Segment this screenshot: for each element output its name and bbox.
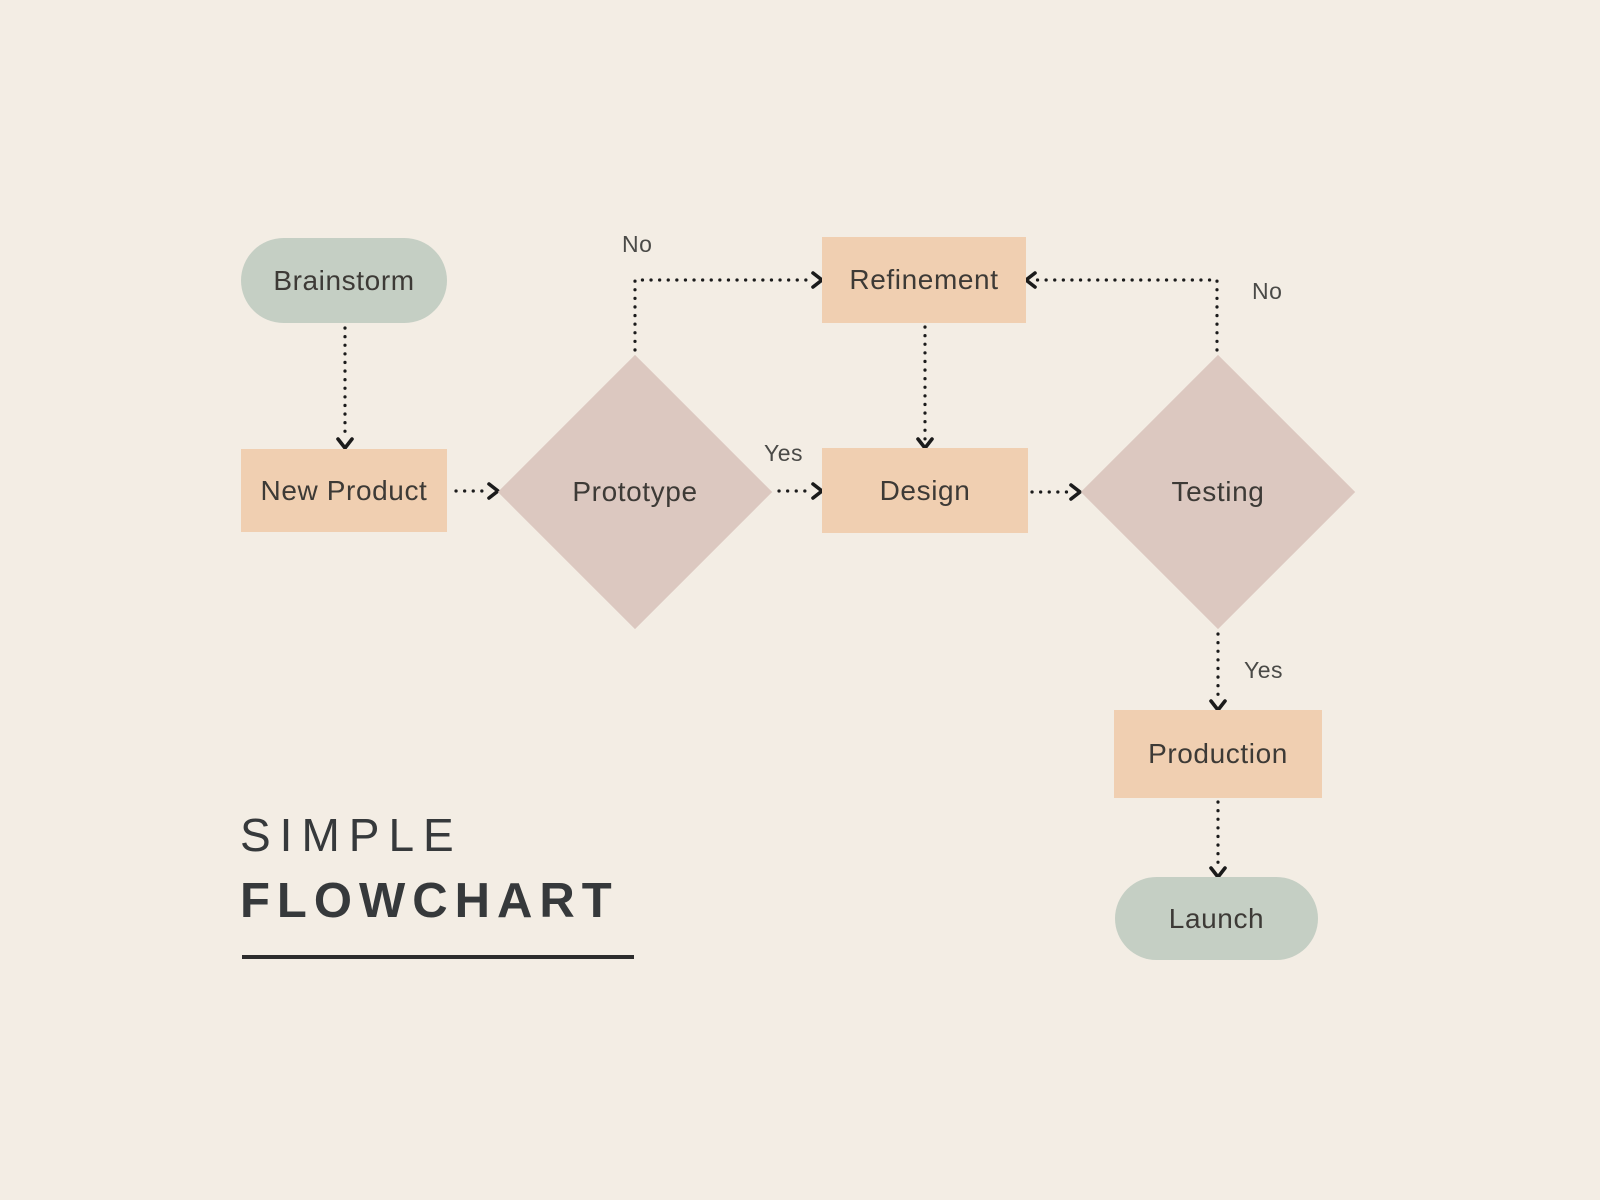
node-launch-label: Launch	[1168, 902, 1265, 934]
title-block: SIMPLE FLOWCHART	[240, 808, 634, 959]
node-production-label: Production	[1148, 738, 1288, 769]
title-line-simple: SIMPLE	[240, 809, 463, 861]
edge-label-testing-yes: Yes	[1244, 657, 1284, 683]
node-prototype: Prototype	[497, 354, 773, 630]
edge-prototype-no-to-refinement	[633, 271, 824, 352]
title-underline	[242, 955, 634, 959]
edge-label-testing-no: No	[1252, 278, 1283, 304]
node-prototype-label: Prototype	[572, 476, 698, 507]
node-design-label: Design	[879, 474, 971, 506]
node-brainstorm: Brainstorm	[241, 238, 447, 323]
node-brainstorm-label: Brainstorm	[273, 264, 415, 296]
node-production: Production	[1114, 710, 1322, 798]
node-new-product: New Product	[241, 449, 447, 532]
node-design: Design	[822, 448, 1028, 533]
title-line-flowchart: FLOWCHART	[240, 874, 619, 928]
node-testing: Testing	[1080, 354, 1356, 630]
node-refinement-label: Refinement	[849, 264, 999, 295]
edge-label-prototype-no: No	[622, 231, 653, 257]
node-launch: Launch	[1115, 877, 1318, 960]
edge-testing-no-to-refinement	[1024, 271, 1219, 352]
node-new-product-label: New Product	[260, 474, 428, 506]
edge-label-prototype-yes: Yes	[764, 440, 804, 466]
node-testing-label: Testing	[1171, 476, 1265, 507]
node-refinement: Refinement	[822, 237, 1026, 323]
